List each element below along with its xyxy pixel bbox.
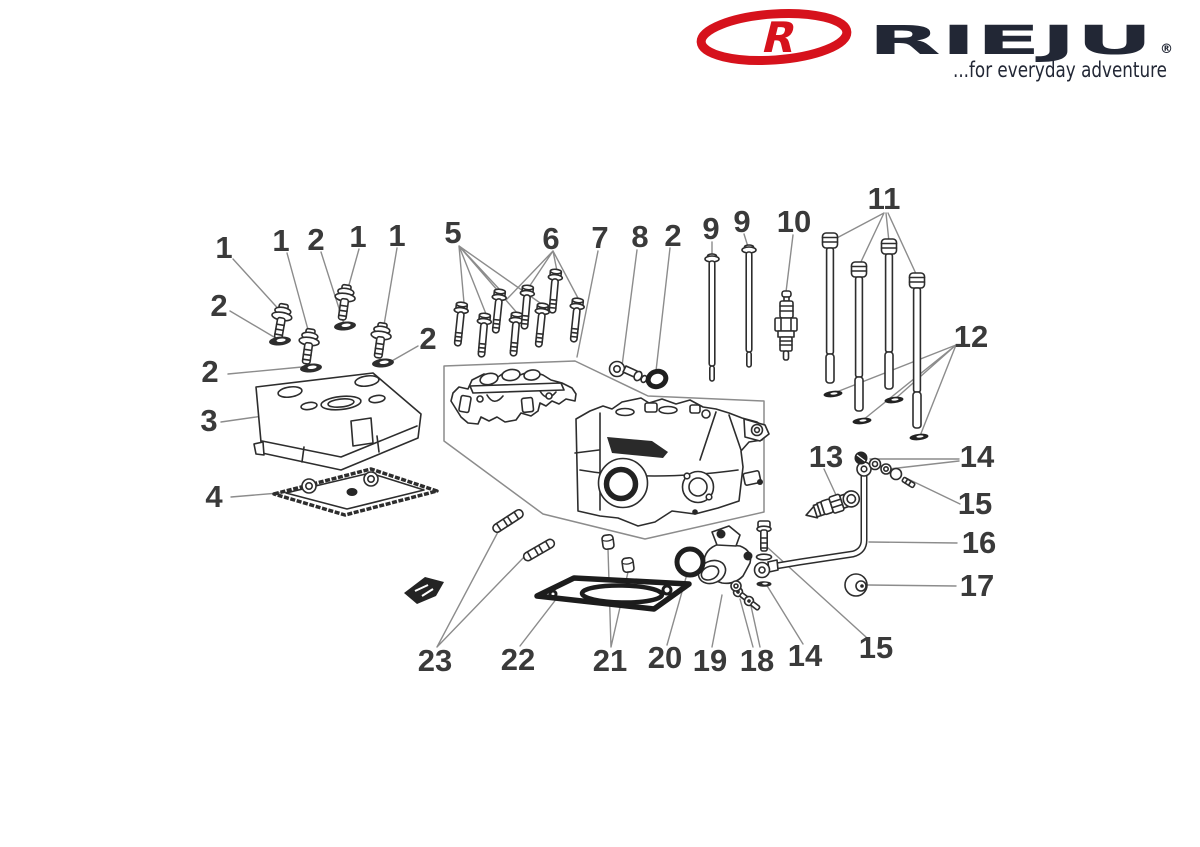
cover-bolt: [331, 282, 358, 322]
cylinder-head: [574, 397, 770, 527]
long-stud-2: [741, 244, 757, 368]
cover-bolt: [367, 320, 394, 360]
decompressor-pin: [608, 360, 648, 384]
callout-14-a: 14: [960, 439, 995, 474]
head-bolt-washer: [852, 416, 872, 426]
cylinder-head-bolt-4: [908, 272, 926, 429]
leader-fan-12: [833, 344, 957, 437]
callout-16: 16: [962, 525, 996, 560]
brand-wordmark: RIEJU: [868, 18, 1153, 64]
grommet: [844, 573, 868, 597]
spark-plug: [774, 290, 798, 361]
head-bolt-washer: [909, 432, 929, 442]
callout-22: 22: [501, 642, 535, 677]
cover-bolt: [267, 301, 295, 342]
callout-9-a: 9: [702, 211, 719, 246]
callout-18: 18: [740, 643, 774, 678]
callout-8: 8: [631, 219, 648, 254]
callout-1-d: 1: [388, 218, 405, 253]
callout-15-b: 15: [859, 630, 893, 665]
callout-13: 13: [809, 439, 843, 474]
leader-fan-11: [832, 212, 918, 277]
valve-cover-gasket: [272, 467, 439, 517]
cover-bolt-washer: [333, 320, 357, 332]
cylinder-head-bolt-3: [880, 238, 898, 390]
leader-fan-6: [506, 250, 580, 301]
callout-11: 11: [868, 181, 901, 216]
pipe-union-bolt: [756, 520, 772, 552]
brand-logo: R RIEJU ® ...for everyday adventure: [696, 8, 1173, 82]
long-stud-1: [704, 253, 720, 382]
head-gasket: [534, 575, 692, 612]
leader-lines-top-left: [220, 247, 419, 498]
callout-1-a: 1: [215, 230, 232, 265]
cover-bolt-washer: [299, 362, 323, 374]
cover-bolt: [295, 326, 322, 366]
double-end-stud: [521, 537, 557, 563]
leader-lines-right: [823, 458, 961, 587]
callout-1-c: 1: [349, 219, 366, 254]
valve-cover: [253, 372, 422, 471]
cylinder-head-bolt-2: [850, 261, 868, 412]
callout-23: 23: [418, 643, 452, 678]
callout-17: 17: [960, 568, 994, 603]
camshaft-carrier: [450, 368, 577, 425]
dowel-pin: [600, 533, 616, 551]
callout-21: 21: [593, 643, 627, 678]
gasket-fragment: [404, 577, 444, 604]
assembly-enclosure-outline: [443, 360, 765, 540]
valve-cover-bolts: [267, 282, 395, 374]
callout-5: 5: [444, 215, 461, 250]
emblem-oval-icon: [696, 8, 852, 66]
small-head-bolts: [449, 267, 586, 359]
double-end-stud: [490, 507, 526, 535]
cylinder-head-bolt-1: [821, 232, 839, 384]
small-bolt: [473, 311, 493, 359]
callout-12: 12: [954, 319, 988, 354]
callout-7: 7: [591, 220, 608, 255]
small-bolt: [565, 296, 586, 344]
oil-pipe: [753, 461, 872, 579]
pipe-sealing-washers: [755, 553, 773, 587]
callout-2-a: 2: [307, 222, 324, 257]
callout-2-c: 2: [201, 354, 218, 389]
callout-4: 4: [205, 479, 223, 514]
brand-emblem: R: [696, 8, 852, 66]
registered-mark: ®: [1160, 42, 1173, 57]
valve-stem-seal: [645, 368, 669, 390]
leader-fan-5: [458, 245, 544, 315]
callout-1-b: 1: [272, 223, 289, 258]
o-ring: [674, 546, 706, 578]
head-bolt-washer: [884, 395, 904, 405]
callout-2-d: 2: [419, 321, 436, 356]
callout-15-a: 15: [958, 486, 992, 521]
cover-bolt-washer: [268, 335, 292, 347]
cover-bolt-washer: [371, 357, 395, 369]
callout-19: 19: [693, 643, 727, 678]
callout-6: 6: [542, 221, 559, 256]
callouts: 1 1 2 1 1 2 2 3 4 2 5 6 7 8 2 9 9 10 11 …: [200, 181, 996, 678]
small-bolt: [487, 287, 508, 335]
callout-3: 3: [200, 403, 217, 438]
callout-9-b: 9: [733, 204, 750, 239]
callout-10: 10: [777, 204, 811, 239]
leader-lines-7-8-2: [576, 247, 671, 372]
coolant-outlet: [697, 525, 753, 592]
callout-2-e: 2: [664, 218, 681, 253]
small-bolt: [449, 300, 470, 348]
callout-20: 20: [648, 640, 682, 675]
small-bolt: [530, 301, 551, 349]
callout-2-b: 2: [210, 288, 227, 323]
banjo-bolt-group: [854, 451, 916, 489]
brand-tagline: ...for everyday adventure: [953, 58, 1167, 82]
callout-14-b: 14: [788, 638, 823, 673]
temperature-sensor: [805, 490, 861, 519]
dowel-pin: [620, 556, 636, 574]
